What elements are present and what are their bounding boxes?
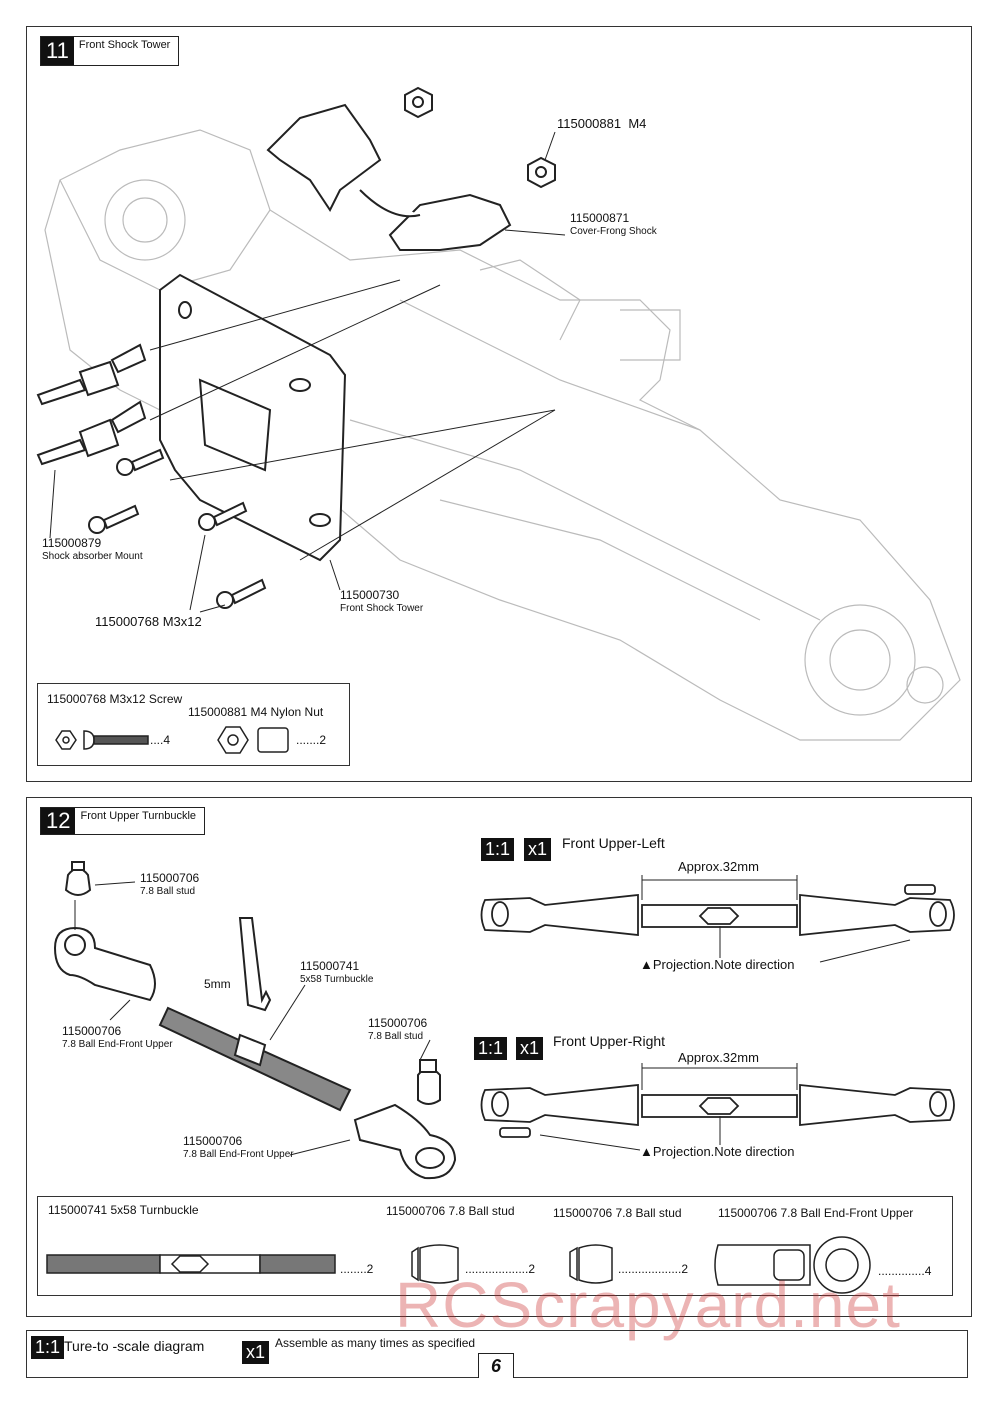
step-12-header: 12 Front Upper Turnbuckle [40, 807, 206, 835]
footer-count-tag: x1 [242, 1341, 270, 1364]
scale-tag: 1:1 [481, 838, 515, 861]
label-ballstud-top: 115000706 7.8 Ball stud [140, 871, 200, 898]
leader-lines [49, 131, 566, 613]
m4-nuts [404, 86, 556, 189]
step-12-panel [26, 797, 972, 1317]
shock-mounts [36, 343, 147, 466]
scale-tag: 1:1 [474, 1037, 508, 1060]
parts-turnbuckle-qty: ........2 [340, 1262, 374, 1276]
step-11-panel [26, 26, 972, 782]
label-tower: 115000730 Front Shock Tower [340, 588, 424, 615]
shock-cover [266, 103, 512, 251]
label-ballend-bottom: 115000706 7.8 Ball End-Front Upper [183, 1134, 294, 1161]
projection-left: ▲Projection.Note direction [640, 957, 795, 972]
watermark: RCScrapyard.net [395, 1269, 901, 1341]
footer-count-text: Assemble as many times as specified [275, 1336, 476, 1350]
parts-ballend-qty: ..............4 [878, 1264, 932, 1278]
parts-icons-11 [55, 726, 289, 754]
shock-tower-plate [159, 273, 347, 562]
nut-side-icon [257, 727, 289, 753]
page-number: 6 [478, 1353, 514, 1378]
step-number: 12 [41, 808, 76, 834]
parts-ballstud2-label: 115000706 7.8 Ball stud [553, 1206, 682, 1220]
parts-nut-qty: .......2 [296, 733, 327, 747]
label-screw: 115000768 M3x12 [95, 614, 202, 629]
label-shock-mount: 115000879 Shock absorber Mount [42, 536, 143, 563]
parts-ballstud-qty: ...................2 [465, 1262, 536, 1276]
turnbuckle-thread-icon [46, 1254, 161, 1274]
parts-turnbuckle-label: 115000741 5x58 Turnbuckle [48, 1203, 199, 1217]
label-turnbuckle: 115000741 5x58 Turnbuckle [300, 959, 374, 986]
step-11-header: 11 Front Shock Tower [40, 36, 180, 66]
assembly-title-left: Front Upper-Left [562, 835, 665, 851]
projection-right: ▲Projection.Note direction [640, 1144, 795, 1159]
footer-scale-text: Ture-to -scale diagram [64, 1338, 205, 1354]
parts-screw-label: 115000768 M3x12 Screw [47, 692, 183, 706]
step-title: Front Shock Tower [78, 39, 171, 51]
parts-ballstud2-qty: ...................2 [618, 1262, 689, 1276]
label-ballend-left: 115000706 7.8 Ball End-Front Upper [62, 1024, 173, 1051]
parts-nut-label: 115000881 M4 Nylon Nut [188, 705, 324, 719]
ball-stud-icon [569, 1246, 578, 1282]
step-number: 11 [41, 37, 74, 65]
shock-tower-diagram [36, 86, 961, 741]
assembly-title-right: Front Upper-Right [553, 1033, 666, 1049]
parts-ballstud-label: 115000706 7.8 Ball stud [386, 1204, 515, 1218]
parts-screw-qty: ....4 [150, 733, 171, 747]
m3x12-screws [88, 448, 267, 609]
label-wrench: 5mm [204, 977, 231, 991]
label-nut-m4: 115000881 M4 [557, 116, 647, 131]
label-ballstud-right: 115000706 7.8 Ball stud [368, 1016, 428, 1043]
step-11-parts-box [37, 683, 350, 766]
approx-right: Approx.32mm [678, 1050, 759, 1065]
count-tag: x1 [524, 838, 552, 861]
ball-stud-icon [411, 1246, 419, 1282]
label-cover: 115000871 Cover-Frong Shock [570, 211, 657, 238]
footer-scale-tag: 1:1 [31, 1336, 65, 1359]
parts-ballend-label: 115000706 7.8 Ball End-Front Upper [718, 1206, 914, 1220]
approx-left: Approx.32mm [678, 859, 759, 874]
wrench-icon [238, 917, 272, 1012]
count-tag: x1 [516, 1037, 544, 1060]
step-title: Front Upper Turnbuckle [80, 810, 197, 822]
